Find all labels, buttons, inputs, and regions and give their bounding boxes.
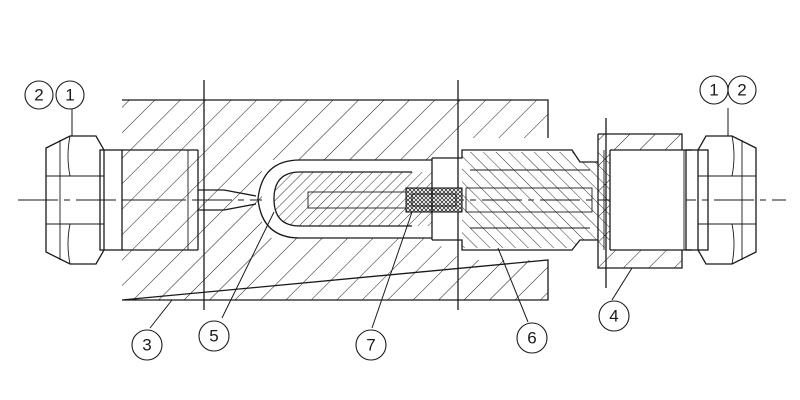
callout-label: 6	[527, 329, 536, 348]
filter-element	[405, 187, 463, 213]
callout-label: 4	[609, 307, 618, 326]
callout-label: 5	[209, 327, 218, 346]
callout-6: 6	[516, 322, 548, 354]
callout-3: 3	[131, 329, 163, 361]
right-fitting	[685, 135, 757, 265]
insert-nut	[431, 149, 612, 251]
callout-label: 2	[34, 86, 43, 105]
callout-2-right: 2	[727, 75, 757, 105]
callout-label: 2	[737, 81, 746, 100]
callout-1-right: 1	[699, 75, 729, 105]
callout-7: 7	[355, 329, 387, 361]
left-fitting	[45, 135, 182, 265]
callout-label: 7	[366, 336, 375, 355]
leader-lines	[71, 108, 729, 329]
bushing	[597, 118, 692, 288]
callout-5: 5	[198, 320, 230, 352]
callout-label: 1	[709, 81, 718, 100]
callout-4: 4	[598, 300, 630, 332]
callout-2-left: 2	[24, 80, 54, 110]
callout-label: 1	[65, 86, 74, 105]
callout-label: 3	[142, 336, 151, 355]
callout-1-left: 1	[55, 80, 85, 110]
